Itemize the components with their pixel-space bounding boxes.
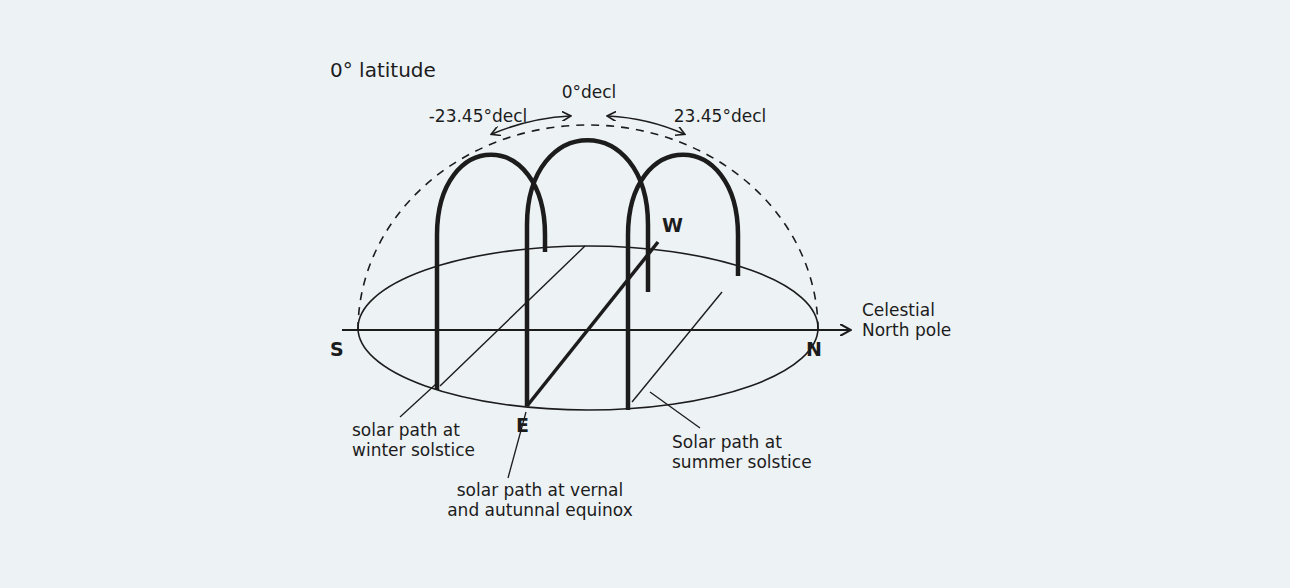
declination-label: 23.45°decl <box>674 106 767 126</box>
path-callout: solar path at vernal and autunnal equino… <box>440 480 640 521</box>
declination-label: 0°decl <box>562 82 617 102</box>
path-callout: solar path at winter solstice <box>352 420 502 461</box>
declination-label: -23.45°decl <box>429 106 528 126</box>
direction-letter: S <box>330 338 344 361</box>
axis-label: Celestial North pole <box>862 300 982 341</box>
direction-letter: W <box>662 214 683 237</box>
path-callout: Solar path at summer solstice <box>672 432 852 473</box>
diagram-heading: 0° latitude <box>330 58 436 82</box>
direction-letter: N <box>806 338 822 361</box>
direction-letter: E <box>516 414 529 437</box>
